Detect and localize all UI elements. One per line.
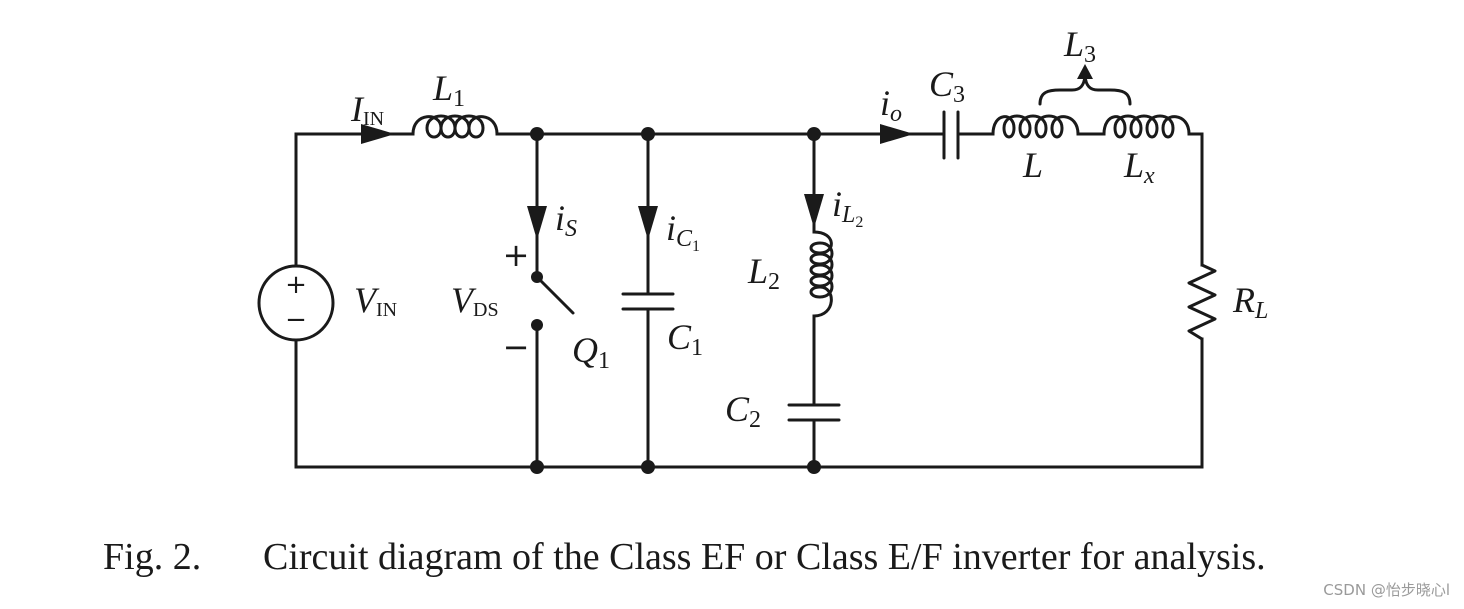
inductor-l <box>991 114 1080 139</box>
label-l3-sub: 3 <box>1084 42 1096 68</box>
label-vds-sub: DS <box>473 299 499 321</box>
label-c1-main: C <box>667 317 692 357</box>
arrow-is <box>527 206 547 240</box>
arrow-iin <box>361 124 395 144</box>
arrow-io <box>880 124 914 144</box>
label-rl-sub: L <box>1254 298 1268 324</box>
label-c2-main: C <box>725 389 750 429</box>
arrow-ic1 <box>638 206 658 240</box>
label-vin-sub: IN <box>376 299 397 321</box>
switch-q1-blade <box>535 275 575 315</box>
label-iin-sub: IN <box>363 108 384 130</box>
label-q1-main: Q <box>572 330 598 370</box>
label-iin-main: I <box>350 89 365 129</box>
label-vds: VDS <box>451 280 499 321</box>
label-c3-main: C <box>929 64 954 104</box>
label-c3-sub: 3 <box>953 82 965 108</box>
circuit-diagram: IIN L1 io C3 L3 L Lx iS iC1 iL2 L2 C1 C2 <box>257 24 1268 474</box>
label-il2: iL2 <box>832 184 863 231</box>
arrow-il2 <box>804 194 824 228</box>
label-vds-main: V <box>451 280 477 320</box>
label-is-sub: S <box>565 216 577 242</box>
label-lx-sub: x <box>1143 163 1155 189</box>
label-il2-subsub: 2 <box>855 214 863 231</box>
node-top-c1 <box>641 127 655 141</box>
figure-caption: Fig. 2. Circuit diagram of the Class EF o… <box>103 535 1266 579</box>
junction-nodes <box>530 127 821 474</box>
node-top-switch <box>530 127 544 141</box>
resistor-rl <box>1187 263 1217 341</box>
watermark: CSDN @怡步晓心l <box>1323 581 1450 599</box>
label-c3: C3 <box>929 64 965 108</box>
label-l1-main: L <box>432 68 453 108</box>
inductor-l2 <box>809 230 834 318</box>
label-ic1-subsub: 1 <box>692 238 700 255</box>
figure-caption-text: Circuit diagram of the Class EF or Class… <box>263 536 1266 578</box>
source-minus-sign: − <box>285 305 307 335</box>
node-bottom-c2 <box>807 460 821 474</box>
vds-plus-sign: + <box>503 236 530 274</box>
label-l2: L2 <box>747 251 780 295</box>
label-il2-main: i <box>832 184 842 224</box>
label-io: io <box>880 83 902 127</box>
label-l3-main: L <box>1063 24 1084 64</box>
switch-terminal-bottom <box>531 319 543 331</box>
voltage-source <box>257 264 335 342</box>
label-io-sub: o <box>890 101 902 127</box>
label-rl: RL <box>1232 280 1268 324</box>
label-c2: C2 <box>725 389 761 433</box>
node-top-l2 <box>807 127 821 141</box>
label-l2-main: L <box>747 251 768 291</box>
label-l3: L3 <box>1063 24 1096 68</box>
wires <box>294 132 1204 469</box>
label-l2-sub: 2 <box>768 269 780 295</box>
l3-arrowhead <box>1077 64 1093 79</box>
figure-number: Fig. 2. <box>103 536 202 578</box>
label-is-main: i <box>555 198 565 238</box>
label-vin: VIN <box>354 280 397 321</box>
label-ic1-sub: C <box>676 226 693 252</box>
label-q1-sub: 1 <box>598 348 610 374</box>
label-c1: C1 <box>667 317 703 361</box>
label-io-main: i <box>880 83 890 123</box>
inductor-l1 <box>411 114 499 139</box>
label-l1: L1 <box>432 68 465 112</box>
label-lx-main: L <box>1123 145 1144 185</box>
label-vin-main: V <box>354 280 380 320</box>
source-plus-sign: + <box>285 270 307 300</box>
inductor-lx <box>1102 114 1191 139</box>
l3-brace <box>1038 74 1132 106</box>
node-bottom-switch <box>530 460 544 474</box>
label-q1: Q1 <box>572 330 610 374</box>
label-c1-sub: 1 <box>691 335 703 361</box>
label-iin: IIN <box>350 89 384 130</box>
vds-minus-sign: − <box>503 328 530 366</box>
label-is: iS <box>555 198 577 242</box>
label-il2-sub: L <box>841 202 855 228</box>
label-l1-sub: 1 <box>453 86 465 112</box>
label-lx: Lx <box>1123 145 1155 189</box>
label-c2-sub: 2 <box>749 407 761 433</box>
label-l-main: L <box>1022 145 1043 185</box>
node-bottom-c1 <box>641 460 655 474</box>
label-rl-main: R <box>1232 280 1255 320</box>
label-l: L <box>1022 145 1043 185</box>
label-ic1-main: i <box>666 208 676 248</box>
label-ic1: iC1 <box>666 208 700 255</box>
